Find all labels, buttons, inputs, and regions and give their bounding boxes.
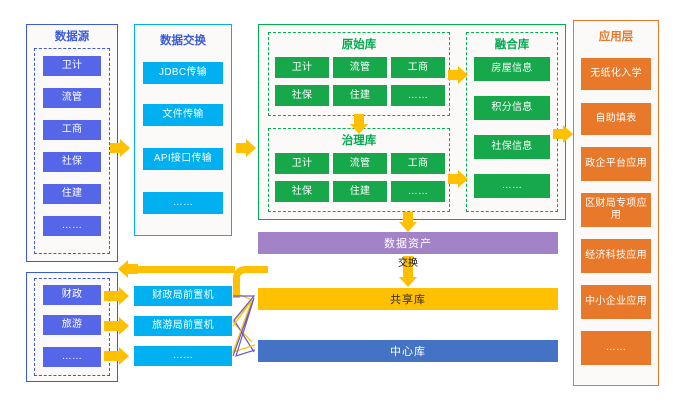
arrow-fusion-to-application bbox=[553, 125, 574, 143]
governance-store-item-2[interactable]: 工商 bbox=[391, 153, 445, 174]
raw-store-item-3[interactable]: 社保 bbox=[275, 85, 329, 106]
app-item-2[interactable]: 政企平台应用 bbox=[581, 147, 651, 181]
raw-store-item-1[interactable]: 流管 bbox=[333, 57, 387, 78]
governance-store-item-0[interactable]: 卫计 bbox=[275, 153, 329, 174]
share-to-source-horizontal bbox=[135, 266, 235, 273]
exchange-item-2[interactable]: API接口传输 bbox=[143, 148, 223, 170]
fusion-store-item-1[interactable]: 积分信息 bbox=[474, 96, 550, 120]
governance-store-title: 治理库 bbox=[341, 135, 377, 147]
arrow-asset-to-share bbox=[399, 256, 417, 288]
source-item-2[interactable]: 工商 bbox=[43, 120, 101, 140]
app-item-0[interactable]: 无纸化入学 bbox=[581, 58, 651, 90]
arrow-other-to-frontend bbox=[104, 347, 130, 365]
app-item-5[interactable]: 中小企业应用 bbox=[581, 285, 651, 319]
fusion-store-item-0[interactable]: 房屋信息 bbox=[474, 57, 550, 81]
application-layer-title: 应用层 bbox=[598, 31, 634, 43]
share-store-bar[interactable]: 共享库 bbox=[258, 288, 558, 310]
source-item-1[interactable]: 流管 bbox=[43, 88, 101, 108]
arrow-store-to-asset bbox=[399, 212, 417, 233]
fusion-store-title: 融合库 bbox=[494, 39, 530, 51]
arrow-exchange-to-raw-store bbox=[236, 139, 257, 157]
arrow-share-to-source bbox=[117, 260, 138, 278]
arrow-source-to-exchange bbox=[110, 139, 131, 157]
fusion-store-item-2[interactable]: 社保信息 bbox=[474, 135, 550, 159]
data-exchange-title: 数据交换 bbox=[160, 35, 206, 47]
data-asset-bar[interactable]: 数据资产 bbox=[258, 232, 558, 254]
source-item-8[interactable]: …… bbox=[43, 347, 101, 367]
source-item-0[interactable]: 卫计 bbox=[43, 56, 101, 76]
raw-store-item-4[interactable]: 住建 bbox=[333, 85, 387, 106]
exchange-item-0[interactable]: JDBC传输 bbox=[143, 62, 223, 84]
frontend-item-0[interactable]: 财政局前置机 bbox=[134, 286, 232, 306]
arrow-tourism-to-frontend bbox=[104, 317, 130, 335]
app-item-3[interactable]: 区财局专项应用 bbox=[581, 193, 651, 227]
arrow-finance-to-frontend bbox=[104, 287, 130, 305]
fusion-store-group bbox=[466, 32, 558, 212]
governance-store-item-4[interactable]: 住建 bbox=[333, 181, 387, 202]
raw-store-item-2[interactable]: 工商 bbox=[391, 57, 445, 78]
exchange-flow-label: 交换 bbox=[398, 258, 418, 269]
share-to-source-elbow-stub bbox=[261, 291, 269, 298]
fusion-store-item-3[interactable]: …… bbox=[474, 174, 550, 198]
frontend-item-1[interactable]: 旅游局前置机 bbox=[134, 316, 232, 336]
source-item-7[interactable]: 旅游 bbox=[43, 315, 101, 335]
arrow-raw-to-governance bbox=[350, 114, 368, 135]
frontend-item-2[interactable]: …… bbox=[134, 346, 232, 366]
raw-store-title: 原始库 bbox=[341, 39, 377, 51]
exchange-item-3[interactable]: …… bbox=[143, 192, 223, 214]
app-item-4[interactable]: 经济科技应用 bbox=[581, 239, 651, 273]
data-source-title: 数据源 bbox=[54, 31, 90, 43]
governance-store-item-1[interactable]: 流管 bbox=[333, 153, 387, 174]
source-item-5[interactable]: …… bbox=[43, 216, 101, 236]
source-item-3[interactable]: 社保 bbox=[43, 152, 101, 172]
center-store-bar[interactable]: 中心库 bbox=[258, 340, 558, 362]
arrow-governance-to-fusion bbox=[448, 170, 469, 188]
data-source-group-top bbox=[34, 48, 110, 254]
governance-store-item-5[interactable]: …… bbox=[391, 181, 445, 202]
raw-store-item-5[interactable]: …… bbox=[391, 85, 445, 106]
arrow-raw-to-fusion bbox=[448, 66, 469, 84]
app-item-6[interactable]: …… bbox=[581, 331, 651, 365]
source-item-4[interactable]: 住建 bbox=[43, 184, 101, 204]
app-item-1[interactable]: 自助填表 bbox=[581, 103, 651, 135]
source-item-6[interactable]: 财政 bbox=[43, 285, 101, 305]
share-to-source-elbow bbox=[233, 266, 268, 298]
exchange-item-1[interactable]: 文件传输 bbox=[143, 104, 223, 126]
governance-store-item-3[interactable]: 社保 bbox=[275, 181, 329, 202]
raw-store-item-0[interactable]: 卫计 bbox=[275, 57, 329, 78]
